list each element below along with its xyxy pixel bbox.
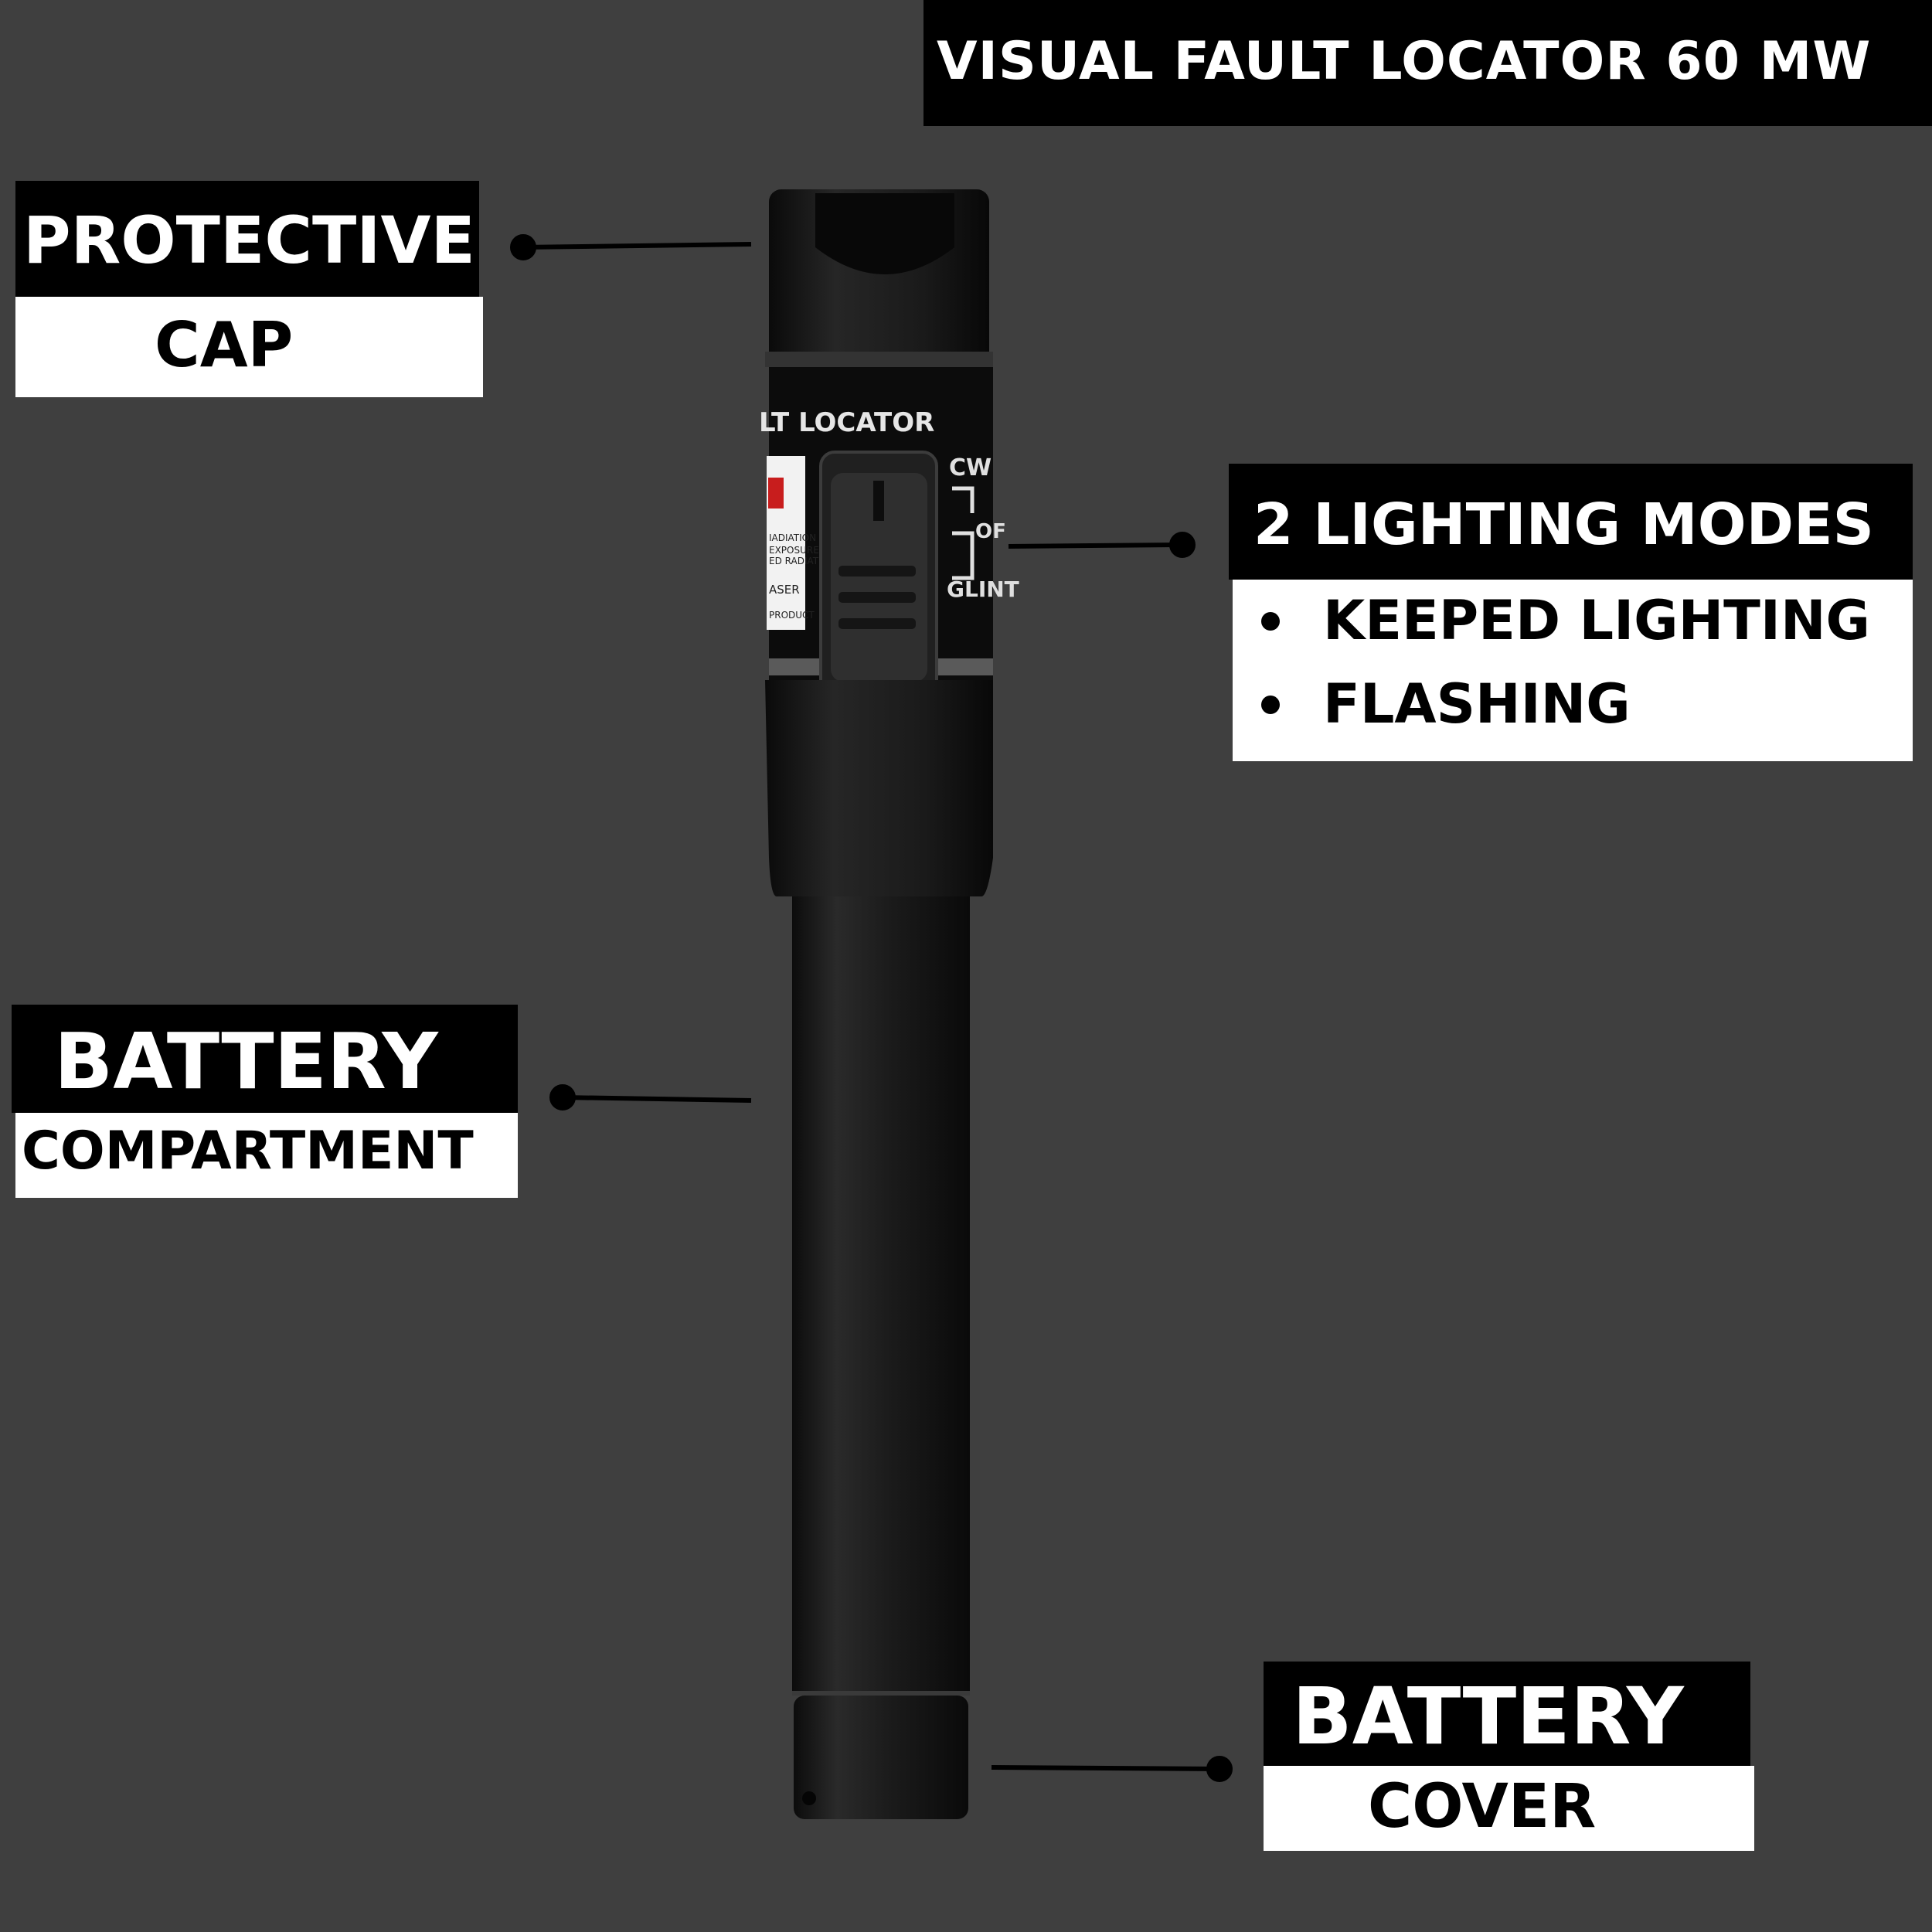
switch-label-of: OF	[975, 520, 1006, 543]
svg-text:ASER: ASER	[769, 583, 800, 597]
device-brand-text: LT LOCATOR	[759, 407, 934, 438]
mode-item-keeped-lighting: KEEPED LIGHTING	[1323, 589, 1870, 652]
switch-tick-marks	[952, 486, 975, 580]
switch-grip-2	[838, 592, 916, 603]
battery-compartment-tube	[792, 896, 970, 1692]
switch-label-cw: CW	[949, 454, 992, 481]
svg-text:IADIATION: IADIATION	[769, 532, 816, 543]
switch-indicator	[873, 481, 884, 521]
callout-compartment-line2: COMPARTMENT	[22, 1121, 474, 1182]
callout-cover-line1: BATTERY	[1292, 1671, 1684, 1763]
svg-text:EXPOSURE: EXPOSURE	[769, 545, 819, 556]
leader-lines	[510, 234, 1233, 1782]
switch-grip-1	[838, 566, 916, 577]
lanyard-hole	[802, 1791, 816, 1805]
cap-ring	[765, 352, 993, 367]
svg-text:ED RADIATION: ED RADIATION	[769, 556, 835, 566]
callout-cap-line2: CAP	[155, 309, 294, 381]
mode-item-flashing: FLASHING	[1323, 672, 1631, 736]
lower-housing	[765, 680, 993, 896]
switch-labels: CW OF GLINT	[947, 454, 1019, 602]
switch-label-glint: GLINT	[947, 577, 1019, 602]
callout-cap-line1: PROTECTIVE	[23, 202, 475, 278]
callout-modes-heading: 2 LIGHTING MODES	[1253, 492, 1874, 558]
bullet-icon	[1261, 612, 1280, 631]
callout-compartment-line1: BATTERY	[54, 1016, 438, 1107]
bullet-icon	[1261, 696, 1280, 714]
mode-switch-slider	[831, 473, 927, 682]
page-title: VISUAL FAULT LOCATOR 60 MW	[937, 31, 1872, 92]
warning-text: IADIATION EXPOSURE ED RADIATION ASER PRO…	[769, 532, 835, 621]
battery-cover	[794, 1696, 968, 1819]
cap-opening	[815, 193, 954, 274]
battery-cover-seam	[792, 1691, 970, 1696]
svg-text:PRODUCT: PRODUCT	[769, 610, 815, 621]
warning-sticker-red	[768, 478, 784, 509]
callout-cover-line2: COVER	[1368, 1772, 1597, 1842]
switch-grip-3	[838, 618, 916, 629]
